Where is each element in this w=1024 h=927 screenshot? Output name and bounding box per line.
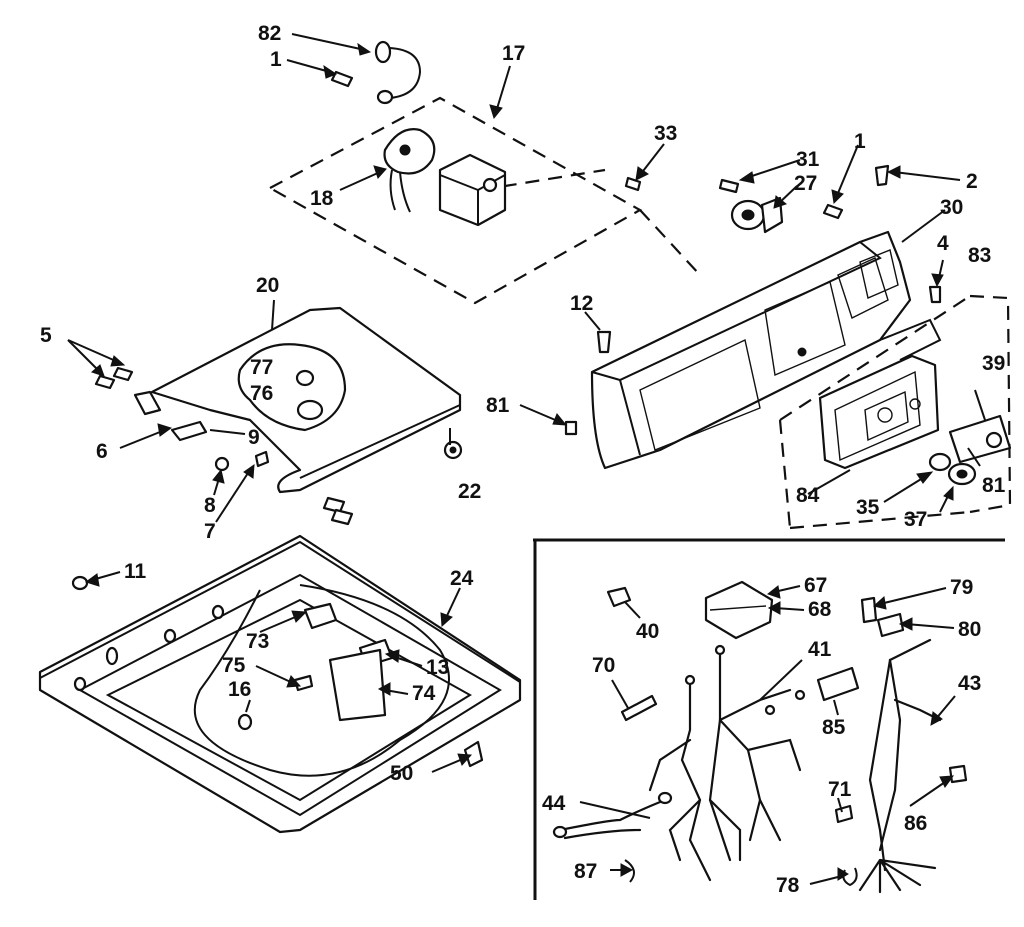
label-20: 20: [256, 274, 279, 297]
label-13: 13: [426, 656, 449, 679]
label-6: 6: [96, 440, 108, 463]
label-7: 7: [204, 520, 216, 543]
label-37: 37: [904, 508, 927, 531]
timer-subassembly: [267, 40, 701, 305]
label-80: 80: [958, 618, 981, 641]
label-43: 43: [958, 672, 981, 695]
label-50: 50: [390, 762, 413, 785]
label-84: 84: [796, 484, 820, 507]
label-8: 8: [204, 494, 216, 517]
label-67: 67: [804, 574, 827, 597]
label-22: 22: [458, 480, 481, 503]
label-77: 77: [250, 356, 273, 379]
label-81-left: 81: [486, 394, 510, 417]
label-4: 4: [937, 232, 949, 255]
label-73: 73: [246, 630, 269, 653]
label-41: 41: [808, 638, 832, 661]
label-11: 11: [124, 560, 147, 583]
label-78: 78: [776, 874, 800, 897]
label-5: 5: [40, 324, 52, 347]
label-76: 76: [250, 382, 273, 405]
label-85: 85: [822, 716, 846, 739]
label-27: 27: [794, 172, 817, 195]
switch-panel-box: [778, 294, 1012, 530]
label-9: 9: [248, 426, 260, 449]
label-70: 70: [592, 654, 615, 677]
label-82: 82: [258, 22, 281, 45]
label-1-top-right: 1: [854, 130, 866, 153]
label-39: 39: [982, 352, 1005, 375]
label-35: 35: [856, 496, 880, 519]
label-71: 71: [828, 778, 852, 801]
label-17: 17: [502, 42, 525, 65]
label-1-top-left: 1: [270, 48, 282, 71]
label-12: 12: [570, 292, 593, 315]
label-68: 68: [808, 598, 832, 621]
label-31: 31: [796, 148, 820, 171]
label-33: 33: [654, 122, 677, 145]
part-labels: 82 1 17 33 18 31 27 1 2 30 4 83 12 39 81…: [40, 22, 1006, 897]
label-74: 74: [412, 682, 436, 705]
label-18: 18: [310, 187, 334, 210]
harness-section: [533, 538, 1005, 900]
label-81-right: 81: [982, 474, 1006, 497]
top-panel: [94, 306, 463, 526]
label-79: 79: [950, 576, 973, 599]
label-40: 40: [636, 620, 659, 643]
leader-lines: [67, 33, 986, 885]
label-87: 87: [574, 860, 597, 883]
cabinet-top: [38, 534, 522, 834]
label-24: 24: [450, 567, 474, 590]
label-86: 86: [904, 812, 927, 835]
label-30: 30: [940, 196, 963, 219]
label-75: 75: [222, 654, 246, 677]
label-2: 2: [966, 170, 978, 193]
label-16: 16: [228, 678, 251, 701]
label-44: 44: [542, 792, 566, 815]
control-console: [590, 230, 942, 470]
label-83: 83: [968, 244, 991, 267]
